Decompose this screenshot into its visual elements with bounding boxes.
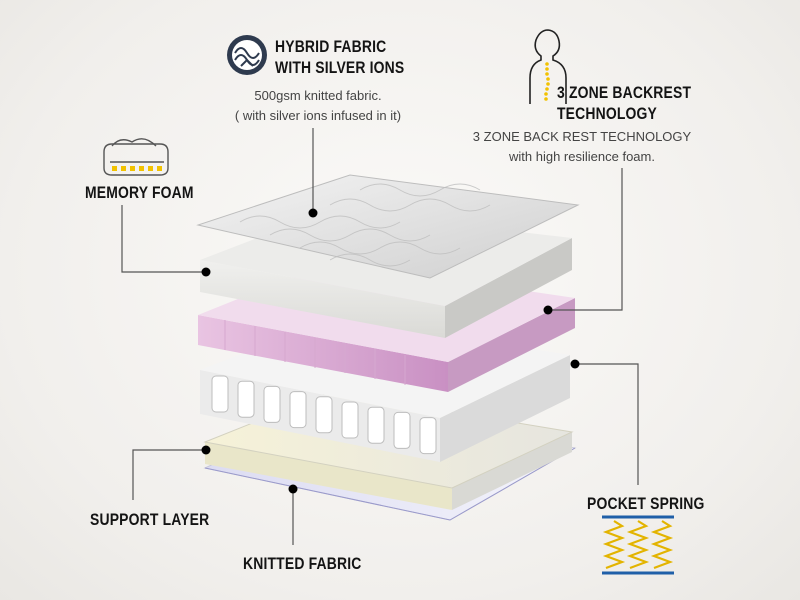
- hybrid-fabric-layer: [196, 174, 580, 279]
- spring-pocket: [289, 391, 307, 429]
- support-layer-label: SUPPORT LAYER: [90, 510, 210, 529]
- human-spine-icon: [529, 29, 567, 104]
- backrest-title: 3 ZONE BACKREST TECHNOLOGY: [557, 82, 691, 124]
- backrest-title-line2: TECHNOLOGY: [557, 104, 658, 123]
- memory-foam-label: MEMORY FOAM: [85, 183, 194, 202]
- spring-pocket: [211, 375, 229, 413]
- coil: [602, 520, 626, 570]
- spring-pocket: [393, 411, 411, 449]
- spring-pocket: [367, 406, 385, 444]
- pocket-spring-label: POCKET SPRING: [587, 494, 705, 513]
- hybrid-fabric-title-line2: WITH SILVER IONS: [275, 58, 405, 77]
- leader-dots: [201, 208, 580, 494]
- spring-pocket: [419, 417, 437, 455]
- backrest-title-line1: 3 ZONE BACKREST: [557, 83, 692, 102]
- coil: [626, 520, 650, 570]
- hybrid-fabric-desc-line1: 500gsm knitted fabric.: [254, 88, 382, 103]
- hybrid-fabric-description: 500gsm knitted fabric. ( with silver ion…: [213, 86, 423, 126]
- spring-pocket: [315, 396, 333, 434]
- hybrid-fabric-title: HYBRID FABRIC WITH SILVER IONS: [275, 36, 404, 78]
- spring-pocket: [237, 380, 255, 418]
- leader-lines: [121, 128, 639, 545]
- backrest-desc-line2: with high resilience foam.: [509, 149, 655, 164]
- knitted-fabric-label: KNITTED FABRIC: [243, 554, 362, 573]
- spring-pocket: [263, 385, 281, 423]
- spring-pocket: [341, 401, 359, 439]
- silver-ions-badge-icon: [227, 35, 267, 75]
- coil: [650, 520, 674, 570]
- backrest-desc-line1: 3 ZONE BACK REST TECHNOLOGY: [472, 129, 692, 144]
- hybrid-fabric-desc-line2: ( with silver ions infused in it): [234, 108, 402, 123]
- backrest-description: 3 ZONE BACK REST TECHNOLOGY with high re…: [462, 127, 702, 167]
- coil-springs-icon: [602, 515, 674, 575]
- hybrid-fabric-title-line1: HYBRID FABRIC: [275, 37, 387, 56]
- memory-foam-icon: [103, 138, 169, 176]
